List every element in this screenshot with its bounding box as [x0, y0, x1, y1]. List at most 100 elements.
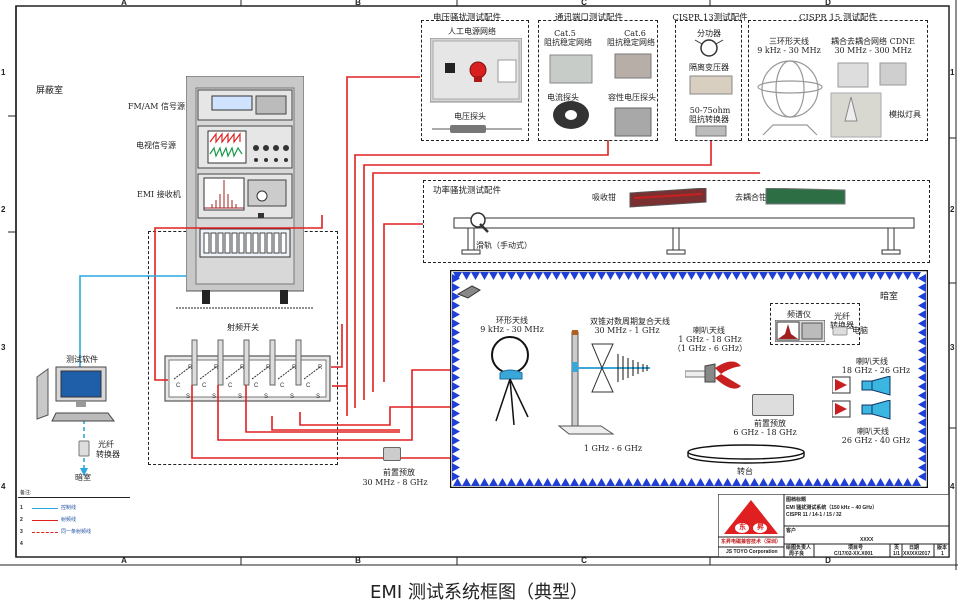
absorber-cone — [471, 272, 480, 280]
spectrum-box — [770, 303, 860, 345]
telecom-devices — [549, 53, 652, 137]
absorber-cone — [696, 478, 705, 486]
rf-line-s2 — [217, 369, 456, 441]
fiber-converter-icon — [78, 440, 90, 457]
legend-rule — [18, 497, 130, 498]
absorber-cone — [452, 328, 460, 337]
title-block-frame — [718, 494, 949, 557]
drawing-frame — [0, 0, 958, 570]
absorber-cone — [561, 272, 570, 280]
absorber-cone — [624, 272, 633, 280]
triple-loop-label-2: 9 kHz - 30 MHz — [757, 46, 821, 55]
horn3-antenna-icon — [832, 400, 891, 420]
absorber-cone — [714, 272, 723, 280]
absorber-cone — [813, 272, 822, 280]
switch-port-s: S — [316, 394, 320, 400]
absorber-cone — [452, 319, 460, 328]
absorber-cone — [768, 272, 777, 280]
absorber-cone — [918, 454, 926, 463]
absorber-cone — [453, 272, 462, 280]
absorber-cone — [452, 391, 460, 400]
cdne-label-2: 30 MHz - 300 MHz — [834, 46, 912, 55]
cispr13-group-box — [675, 20, 742, 141]
absorber-cone — [606, 478, 615, 486]
absorber-cone — [678, 478, 687, 486]
absorber-cone — [534, 272, 543, 280]
isolation-transformer-label: 隔离变压器 — [689, 63, 729, 72]
absorber-cone — [570, 272, 579, 280]
absorber-cone — [489, 478, 498, 486]
loop-antenna-label-1: 环形天线 — [496, 316, 528, 325]
absorb-clamp-label: 吸收钳 — [592, 193, 616, 202]
absorber-cone — [534, 478, 543, 486]
absorber-cone — [918, 364, 926, 373]
absorber-cone — [903, 272, 912, 280]
fm-am-signal-generator — [197, 89, 293, 121]
rack-floor — [176, 307, 314, 309]
absorber-cone — [918, 346, 926, 355]
absorber-cone — [795, 478, 804, 486]
absorber-cone — [452, 355, 460, 364]
absorber-cone — [507, 272, 516, 280]
switch-coax-tube — [269, 339, 276, 386]
grid-col-c-bottom: C — [581, 556, 587, 565]
cispr15-group-box — [748, 20, 928, 141]
switch-armature — [225, 366, 243, 380]
legend-label: 射频线 — [61, 517, 77, 523]
switch-coax-tube — [217, 339, 224, 386]
absorber-cone — [894, 272, 903, 280]
bilog-antenna-label-1: 双锥对数周期复合天线 — [590, 317, 670, 326]
rf-line-to-power — [383, 223, 423, 382]
absorber-cone — [849, 478, 858, 486]
absorber-cone — [849, 272, 858, 280]
tv-source-label: 电视信号源 — [136, 141, 176, 150]
absorber-cone — [705, 272, 714, 280]
absorber-cone — [696, 272, 705, 280]
absorber-cone — [918, 409, 926, 418]
absorber-cone — [452, 337, 460, 346]
grid-col-c: C — [581, 0, 587, 7]
fm-am-source-label: FM/AM 信号源 — [128, 102, 185, 111]
lisn-device — [430, 38, 522, 133]
company-name-en: JS TOYO Corporation — [726, 549, 778, 555]
absorber-cone — [516, 478, 525, 486]
impedance-converter-label-2: 阻抗转换器 — [689, 115, 729, 124]
cdne-label-1: 耦合去耦合网络 CDNE — [831, 37, 915, 46]
absorber-cone — [660, 478, 669, 486]
rf-line-receiver-to-switch — [154, 215, 323, 381]
fiber2-label-1: 光纤 — [834, 312, 850, 321]
switch-port-r: R — [292, 365, 297, 371]
fiber-label-1: 光纤 — [98, 440, 114, 449]
switch-port-c: C — [280, 383, 285, 389]
cap-probe-label: 容性电压探头 — [608, 93, 656, 102]
grid-row-4-right: 4 — [950, 482, 955, 491]
absorber-cone — [918, 463, 926, 472]
owner-value: 周子良 — [789, 551, 805, 557]
absorber-cone — [732, 272, 741, 280]
absorber-cone — [480, 272, 489, 280]
grid-col-d-bottom: D — [825, 556, 831, 565]
legend-num: 4 — [20, 541, 23, 547]
cat6-label-2: 阻抗稳定网络 — [607, 38, 655, 47]
absorber-cone — [452, 283, 460, 292]
grid-row-2: 2 — [1, 205, 6, 214]
page-label: 页 — [894, 545, 900, 551]
legend-swatch-same-rf — [32, 532, 58, 533]
horn2-label-2: 18 GHz - 26 GHz — [841, 366, 911, 375]
turntable-icon — [687, 444, 805, 464]
absorber-cone — [462, 478, 471, 486]
test-software-label: 测试软件 — [66, 355, 98, 364]
absorber-cone — [786, 478, 795, 486]
absorber-cone — [552, 478, 561, 486]
absorber-cone — [858, 272, 867, 280]
current-probe-label: 电流探头 — [547, 93, 579, 102]
emi-receiver-label: EMI 接收机 — [137, 190, 181, 199]
preamp-6-18ghz — [752, 394, 794, 416]
grid-row-3: 3 — [1, 343, 6, 352]
legend-num-warning: 2 — [20, 517, 23, 523]
absorber-cone — [651, 272, 660, 280]
absorber-cone — [498, 272, 507, 280]
chamber-label: 暗室 — [880, 292, 899, 302]
customer-value: XXXX — [860, 537, 874, 543]
